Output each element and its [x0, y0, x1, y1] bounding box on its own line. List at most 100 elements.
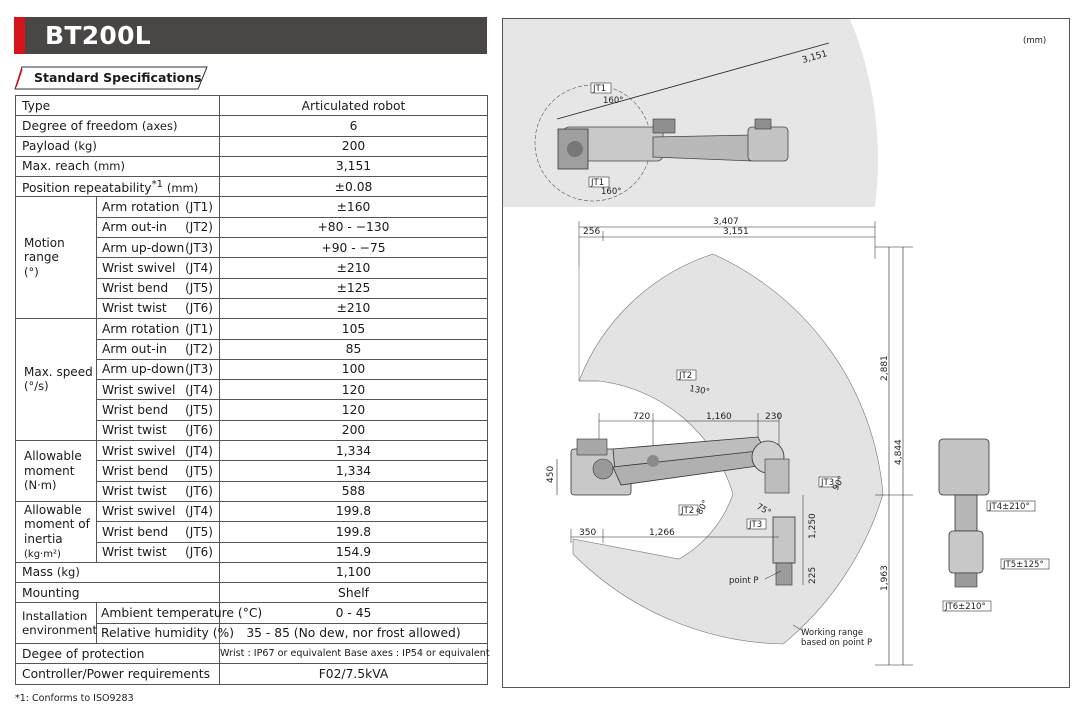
dim-1266: 1,266: [649, 528, 675, 538]
section-title: Standard Specifications: [34, 70, 202, 85]
jt2-angle-80: 80°: [695, 498, 711, 516]
group-motion-range: Motion range(°): [15, 196, 97, 320]
working-range-line2: based on point P: [801, 638, 872, 648]
dim-230: 230: [765, 412, 782, 422]
jt2-label: JT2: [678, 371, 692, 381]
axis-value: 199.8: [219, 500, 488, 523]
dim-450: 450: [546, 466, 556, 483]
table-row: Max. reach (mm) 3,151: [15, 155, 488, 178]
spec-label: Max. reach (mm): [15, 155, 220, 178]
axis-name: Wrist twist(JT6): [96, 541, 220, 563]
axis-name: Wrist bend(JT5): [96, 277, 220, 299]
model-title-bar: BT200L: [14, 17, 487, 54]
axis-value: 85: [219, 338, 488, 360]
unit-label: (mm): [1023, 36, 1046, 46]
table-row: Payload (kg) 200: [15, 135, 488, 157]
axis-name: Wrist swivel(JT4): [96, 379, 220, 401]
axis-name: Wrist twist(JT6): [96, 480, 220, 502]
jt1-angle-bottom: 160°: [601, 187, 621, 197]
dim-3151: 3,151: [723, 227, 749, 237]
spec-label: Position repeatability*1 (mm): [15, 176, 220, 198]
spec-value: Articulated robot: [219, 94, 488, 117]
axis-value: 120: [219, 399, 488, 421]
axis-value: +90 - −75: [219, 237, 488, 259]
axis-name: Relative humidity (%): [96, 622, 234, 645]
spec-value: ±0.08: [219, 176, 488, 198]
table-row: Wrist swivel(JT4) 120: [16, 379, 488, 401]
axis-name: Wrist swivel(JT4): [96, 500, 220, 523]
table-row: Mounting Shelf: [15, 582, 488, 604]
spec-value: 200: [219, 135, 488, 157]
axis-name: Wrist bend(JT5): [96, 399, 220, 421]
axis-value: 588: [219, 480, 488, 502]
spec-value: 1,100: [219, 561, 488, 584]
dim-256: 256: [583, 227, 600, 237]
wrist-detail: [938, 438, 990, 588]
table-row: Arm up-down(JT3) 100: [16, 358, 488, 381]
group-allowable-moment: Allowable moment(N·m): [15, 440, 97, 502]
axis-name: Arm up-down(JT3): [96, 358, 220, 381]
table-row: Arm out-in(JT2) +80 - −130: [16, 216, 488, 239]
footnote: *1: Conforms to ISO9283: [15, 693, 134, 704]
dim-4844: 4,844: [894, 439, 904, 465]
axis-name: Wrist bend(JT5): [96, 460, 220, 482]
axis-value: ±210: [219, 257, 488, 279]
table-row: Arm up-down(JT3) +90 - −75: [16, 237, 488, 259]
axis-value: 154.9: [219, 541, 488, 563]
table-row: Degee of protection Wrist : IP67 or equi…: [15, 643, 490, 665]
jt1-label-bottom: JT1: [590, 178, 604, 188]
spec-label: Payload (kg): [15, 135, 220, 157]
dim-350: 350: [579, 528, 596, 538]
table-row: Wrist twist(JT6) 154.9: [16, 541, 488, 563]
table-row: Type Articulated robot: [15, 94, 488, 117]
axis-name: Wrist swivel(JT4): [96, 257, 220, 279]
axis-name: Wrist bend(JT5): [96, 521, 220, 543]
dim-1963: 1,963: [880, 565, 890, 591]
jt1-angle-top: 160°: [603, 96, 623, 106]
spec-label: Mounting: [15, 582, 220, 604]
point-p-label: point P: [729, 576, 759, 586]
group-max-speed: Max. speed(°/s): [15, 318, 97, 442]
spec-value: 3,151: [219, 155, 488, 178]
spec-table: Type Articulated robot Degree of freedom…: [15, 94, 490, 685]
dim-1250: 1,250: [808, 513, 818, 539]
jt2-label-lower: JT2: [680, 506, 694, 516]
jt3-label-right: JT3: [820, 478, 834, 488]
table-row: Installation environment Ambient tempera…: [15, 602, 488, 645]
axis-name: Wrist twist(JT6): [96, 297, 220, 320]
table-row: Mass (kg) 1,100: [15, 561, 488, 584]
jt3-label-lower: JT3: [748, 520, 762, 530]
group-installation-environment: Installation environment: [15, 602, 97, 645]
table-row: Position repeatability*1 (mm) ±0.08: [15, 176, 488, 198]
title-accent: [14, 17, 25, 54]
spec-value: Wrist : IP67 or equivalent Base axes : I…: [219, 643, 490, 665]
axis-value: 200: [219, 419, 488, 442]
table-row: Motion range(°) Arm rotation(JT1) ±160: [15, 196, 488, 320]
axis-value: +80 - −130: [219, 216, 488, 239]
axis-value: ±160: [219, 196, 488, 218]
spec-label: Degee of protection: [15, 643, 220, 665]
jt2-angle-130: 130°: [688, 384, 710, 397]
dimension-drawing: 3,151 JT1 160° JT1 160° (mm) 3,407 3,151…: [502, 18, 1070, 688]
table-row: Degree of freedom (axes) 6: [15, 115, 488, 137]
table-row: Allowable moment(N·m) Wrist swivel(JT4) …: [15, 440, 488, 502]
table-row: Wrist twist(JT6) 200: [16, 419, 488, 442]
axis-value: ±210: [219, 297, 488, 320]
jt5-label: JT5±125°: [1002, 560, 1044, 570]
robot-side-view: [570, 436, 796, 586]
axis-name: Ambient temperature (°C): [96, 602, 262, 624]
axis-value: 1,334: [219, 460, 488, 482]
axis-value: 35 - 85 (No dew, nor frost allowed): [219, 622, 488, 645]
spec-value: Shelf: [219, 582, 488, 604]
dim-225: 225: [808, 567, 818, 584]
axis-value: 1,334: [219, 440, 488, 462]
dim-720: 720: [633, 412, 650, 422]
axis-value: 199.8: [219, 521, 488, 543]
spec-value: 6: [219, 115, 488, 137]
table-row: Controller/Power requirements F02/7.5kVA: [15, 663, 488, 685]
top-view: [503, 19, 878, 207]
robot-diagram: 3,151 JT1 160° JT1 160° (mm) 3,407 3,151…: [503, 19, 1050, 666]
jt6-label: JT6±210°: [944, 602, 986, 612]
axis-name: Arm out-in(JT2): [96, 338, 220, 360]
dim-2881: 2,881: [880, 355, 890, 381]
